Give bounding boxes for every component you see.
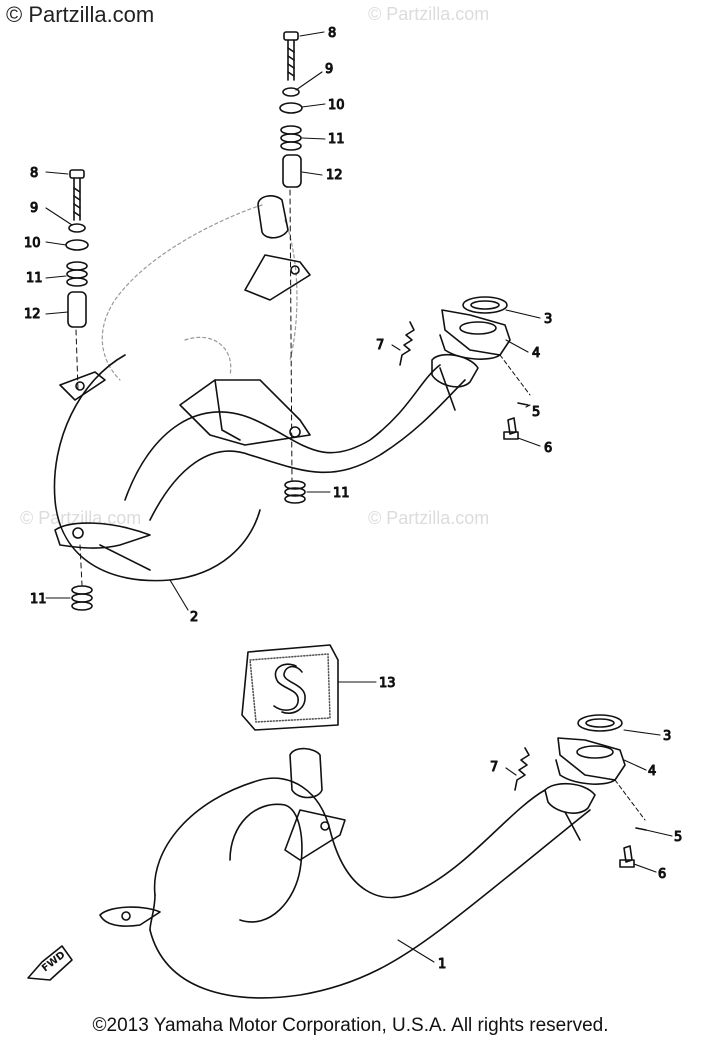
bracket-bottom [54,522,151,549]
expansion-pipe [99,747,596,999]
callout-low-6: 6 [658,867,666,882]
watermark-top-left: © Partzilla.com [6,2,155,27]
callout-left-9: 9 [30,201,38,216]
callout-mid-3: 3 [544,312,552,327]
callout-mid-6: 6 [544,441,552,456]
callout-muffler-2: 2 [190,610,198,625]
callouts: 8 9 10 11 12 8 9 10 11 12 3 4 5 [23,25,682,972]
header-pipe-outer [124,364,441,501]
pipe-left-tab [99,906,161,927]
pipe-inner [149,809,591,999]
tail-stub [257,195,289,239]
top-bolt-stack [279,31,303,188]
callout-mid-4: 4 [532,346,540,361]
callout-bl-11: 11 [30,592,47,607]
muffler-inner-arc [184,336,232,376]
gasket [241,644,339,731]
callout-mid-7: 7 [376,338,384,353]
muffler-main [53,354,261,582]
copyright-text: ©2013 Yamaha Motor Corporation, U.S.A. A… [92,1015,609,1036]
callout-left-12: 12 [24,307,41,322]
bracket-left-tab [59,371,106,401]
watermark-faint: © Partzilla.com [20,508,142,528]
callout-pipe-1: 1 [438,957,446,972]
callout-mid-5: 5 [532,405,540,420]
callout-left-11: 11 [26,271,43,286]
pipe-mid-curve [229,803,303,923]
callout-left-10: 10 [24,236,41,251]
callout-left-8: 8 [30,166,38,181]
muffler-body-rear [101,204,263,381]
bottom-left-spring [71,585,93,611]
lower-flange-parts [514,714,647,868]
pipe-outer [153,777,546,899]
callout-upper-11: 11 [328,132,345,147]
mid-spring [284,480,306,504]
watermark-faint: © Partzilla.com [368,508,490,528]
header-pipe-inner [149,379,466,521]
callout-upper-8: 8 [328,26,336,41]
callout-low-3: 3 [663,729,671,744]
callout-low-5: 5 [674,830,682,845]
callout-low-7: 7 [490,760,498,775]
watermark-faint: © Partzilla.com [368,4,490,24]
callout-upper-9: 9 [325,62,333,77]
bracket-top [244,254,311,301]
muffler-body-rear-right [284,219,298,361]
callout-low-4: 4 [648,764,656,779]
gasket-s-hole [273,663,299,711]
callout-upper-12: 12 [326,168,343,183]
callout-mid-11: 11 [333,486,350,501]
fwd-arrow: FWD [27,945,73,981]
pipe-bracket [284,809,346,861]
callout-gasket-13: 13 [379,676,396,691]
pipe-stub [289,747,323,799]
left-bolt-stack [65,169,89,328]
muffler-assembly [53,195,479,582]
callout-upper-10: 10 [328,98,345,113]
pipe-flange-end [431,353,479,388]
bracket-center [179,379,311,446]
upper-flange-parts [399,296,531,440]
